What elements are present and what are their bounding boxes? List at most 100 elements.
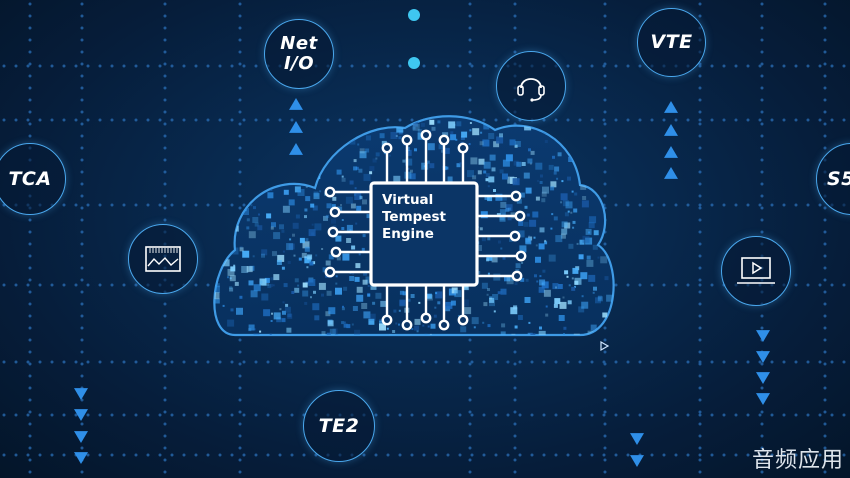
grid-dot	[80, 374, 84, 378]
grid-dot	[146, 413, 150, 417]
grid-dot	[28, 242, 32, 246]
pixel	[332, 196, 337, 201]
pixel	[564, 270, 569, 275]
pixel	[606, 294, 614, 302]
pixel	[245, 152, 249, 156]
pixel	[230, 266, 236, 272]
grid-dot	[602, 453, 606, 457]
grid-dot	[468, 338, 472, 342]
grid-dot	[650, 453, 654, 457]
pixel	[375, 292, 382, 299]
pixel	[261, 249, 268, 256]
pixel	[321, 336, 323, 338]
grid-dot	[434, 64, 438, 68]
grid-dot	[242, 453, 246, 457]
grid-dot	[590, 413, 594, 417]
pixel	[524, 123, 532, 131]
pixel	[597, 296, 603, 302]
node-vte: VTE	[637, 8, 706, 77]
pixel	[353, 120, 361, 128]
grid-dot	[513, 446, 517, 450]
grid-dot	[80, 242, 84, 246]
grid-dot	[758, 203, 762, 207]
pixel	[616, 218, 623, 225]
grid-dot	[518, 413, 522, 417]
pixel	[557, 284, 563, 289]
grid-dot	[468, 26, 472, 30]
grid-dot	[80, 302, 84, 306]
grid-dot	[770, 413, 774, 417]
node-tca: TCA	[0, 143, 66, 215]
pixel	[548, 126, 552, 130]
pixel	[379, 320, 384, 325]
grid-dot	[662, 453, 666, 457]
grid-dot	[823, 206, 827, 210]
grid-dot	[80, 230, 84, 234]
grid-dot	[98, 64, 102, 68]
pixel	[610, 309, 614, 316]
grid-dot	[122, 360, 126, 364]
pixel	[307, 118, 314, 125]
grid-dot	[238, 458, 242, 462]
grid-dot	[28, 134, 32, 138]
pixel	[362, 234, 366, 238]
pixel	[323, 123, 330, 130]
pixel	[611, 255, 614, 259]
grid-dot	[278, 360, 282, 364]
pixel	[526, 213, 530, 217]
grid-dot	[603, 86, 607, 90]
grid-dot	[603, 38, 607, 42]
pixel	[329, 328, 336, 335]
grid-dot	[302, 360, 306, 364]
grid-dot	[422, 64, 426, 68]
pixel	[246, 266, 253, 273]
pixel	[261, 293, 269, 301]
grid-dot	[62, 64, 66, 68]
pixel	[414, 325, 420, 331]
pixel	[450, 300, 456, 306]
grid-dot	[158, 64, 162, 68]
grid-dot	[760, 38, 764, 42]
pixel	[519, 192, 525, 198]
grid-dot	[28, 326, 32, 330]
grid-dot	[254, 64, 258, 68]
pixel	[227, 319, 235, 327]
grid-dot	[830, 118, 834, 122]
grid-dot	[28, 398, 32, 402]
grid-dot	[698, 413, 702, 417]
pixel	[358, 253, 361, 256]
pixel	[399, 290, 404, 295]
grid-dot	[28, 278, 32, 282]
pixel	[253, 206, 256, 210]
pixel	[391, 118, 394, 121]
grid-dot	[14, 64, 18, 68]
pixel	[433, 314, 437, 318]
pixel	[308, 279, 316, 286]
grid-dot	[62, 413, 66, 417]
grid-dot	[760, 158, 764, 162]
pixel	[567, 176, 571, 181]
pixel	[605, 116, 610, 121]
pixel	[357, 143, 360, 146]
grid-dot	[794, 283, 798, 287]
pixel	[429, 119, 435, 125]
grid-dot	[650, 360, 654, 364]
grid-dot	[386, 64, 390, 68]
pixel	[448, 121, 456, 129]
pixel	[359, 151, 367, 159]
pixel	[231, 247, 239, 255]
pixel	[469, 122, 472, 124]
grid-dot	[823, 146, 827, 150]
grid-dot	[163, 182, 167, 186]
pixel	[450, 134, 457, 141]
pixel	[336, 256, 341, 261]
pixel	[427, 325, 430, 328]
pixel	[620, 291, 626, 297]
pixel	[312, 261, 316, 265]
grid-dot	[50, 283, 54, 287]
chip-line-tempest: Tempest	[382, 209, 446, 225]
grid-dot	[86, 360, 90, 364]
pixel	[608, 214, 614, 222]
pixel	[527, 158, 533, 164]
grid-dot	[603, 26, 607, 30]
